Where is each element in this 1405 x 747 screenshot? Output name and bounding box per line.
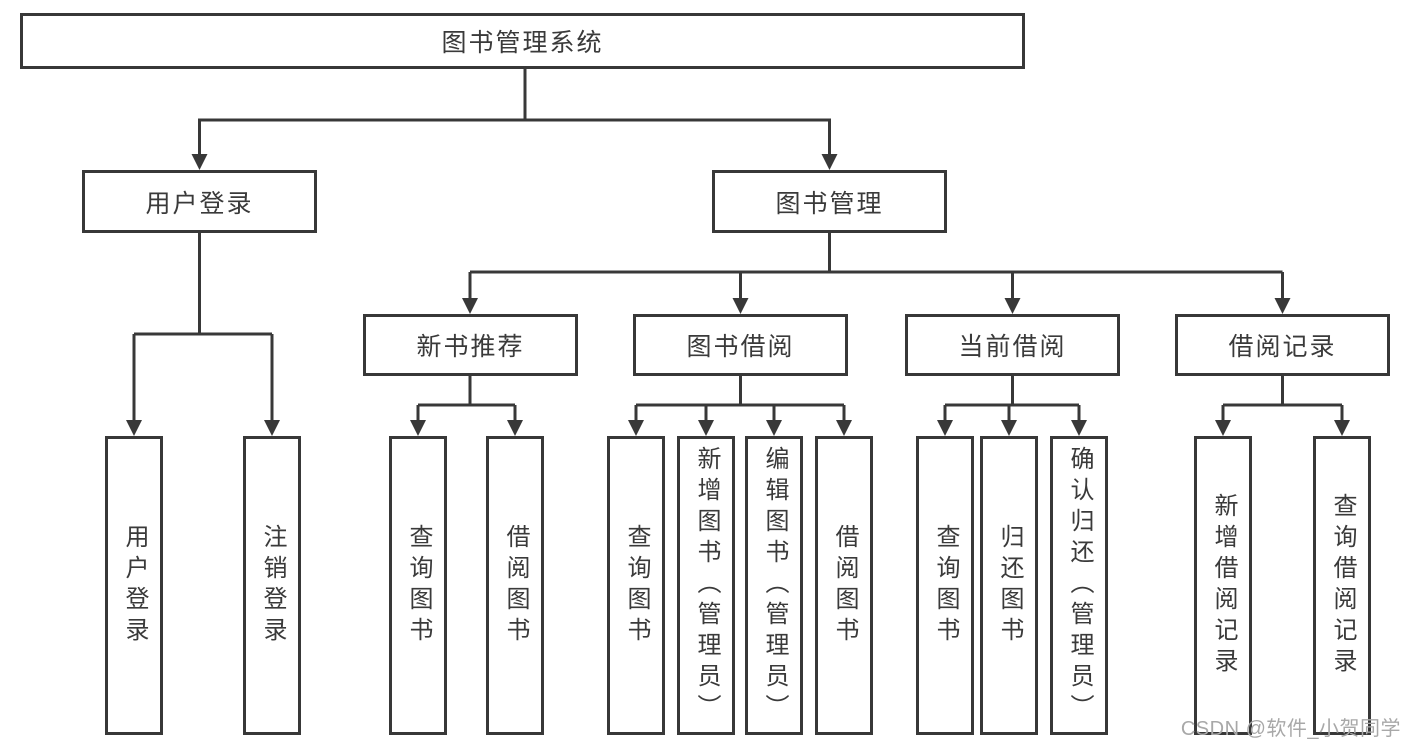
node-new-book-recommend: 新书推荐 — [363, 314, 578, 376]
connector-userlogin-to-leaves — [132, 233, 274, 422]
leaf-bb-query-books: 查询图书 — [607, 436, 665, 735]
leaf-bb-add-book-admin: 新增图书（管理员） — [677, 436, 735, 735]
leaf-br-add-record: 新增借阅记录 — [1194, 436, 1252, 735]
node-borrowing-records: 借阅记录 — [1175, 314, 1390, 376]
connector-currentborrow-to-leaves — [943, 376, 1081, 422]
connector-bookborrow-to-leaves — [634, 376, 846, 422]
node-user-login: 用户登录 — [82, 170, 317, 233]
leaf-cb-confirm-return-admin: 确认归还（管理员） — [1050, 436, 1108, 735]
leaf-user-login: 用户登录 — [105, 436, 163, 735]
connector-bookmgmt-to-level3 — [468, 233, 1284, 300]
node-library-management-system: 图书管理系统 — [20, 13, 1025, 69]
connector-root-to-level2 — [198, 69, 831, 156]
leaf-bb-borrow-books: 借阅图书 — [815, 436, 873, 735]
leaf-nbr-query-books: 查询图书 — [389, 436, 447, 735]
leaf-cb-query-books: 查询图书 — [916, 436, 974, 735]
leaf-nbr-borrow-books: 借阅图书 — [486, 436, 544, 735]
connector-newbook-to-leaves — [416, 376, 517, 422]
leaf-logout: 注销登录 — [243, 436, 301, 735]
watermark-text: CSDN @软件_小贺同学 — [1180, 718, 1401, 740]
connector-records-to-leaves — [1221, 376, 1344, 422]
leaf-br-query-record: 查询借阅记录 — [1313, 436, 1371, 735]
node-book-borrowing: 图书借阅 — [633, 314, 848, 376]
node-current-borrowing: 当前借阅 — [905, 314, 1120, 376]
leaf-bb-edit-book-admin: 编辑图书（管理员） — [745, 436, 803, 735]
leaf-cb-return-books: 归还图书 — [980, 436, 1038, 735]
node-book-management: 图书管理 — [712, 170, 947, 233]
